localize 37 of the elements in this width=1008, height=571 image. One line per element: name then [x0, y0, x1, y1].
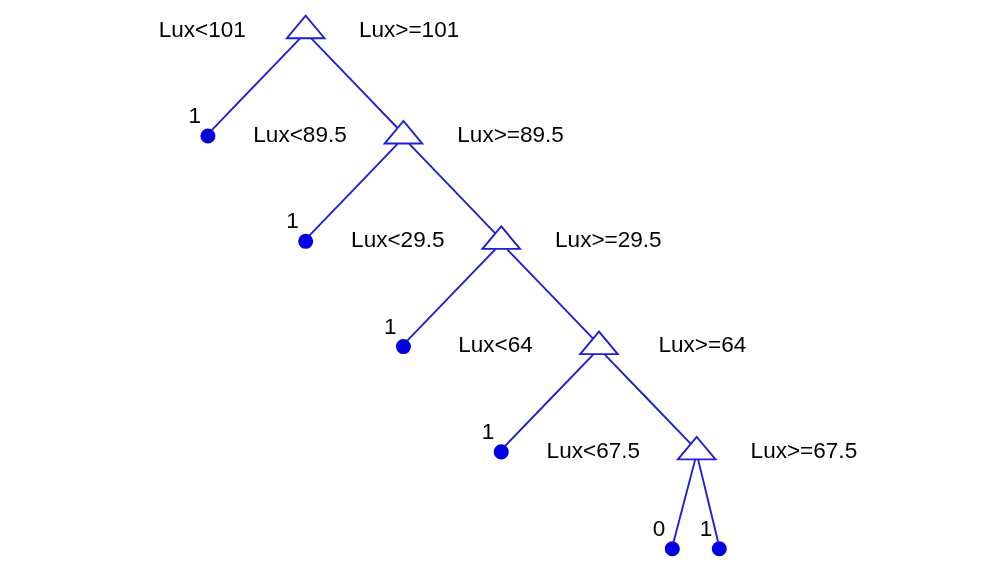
node-triangle — [284, 14, 326, 40]
node-label: 1 — [383, 313, 397, 339]
connector — [503, 353, 594, 447]
node-label: Lux>=67.5 — [750, 437, 857, 463]
connector — [405, 248, 496, 342]
node-label: Lux<89.5 — [252, 121, 347, 147]
connector — [696, 458, 719, 543]
node-label: 0 — [652, 515, 665, 541]
connector — [210, 37, 301, 132]
connector — [310, 37, 398, 129]
node-circle — [297, 233, 313, 249]
node-label: Lux>=89.5 — [456, 121, 564, 147]
node-triangle — [675, 435, 718, 461]
node-circle — [493, 444, 509, 460]
node-label: Lux<29.5 — [350, 227, 445, 253]
node-label: 1 — [285, 208, 299, 234]
node-label: Lux>=101 — [358, 16, 459, 42]
node-circle — [664, 541, 680, 557]
connector — [308, 143, 399, 237]
node-circle — [711, 541, 727, 557]
node-label: Lux>=64 — [657, 332, 746, 358]
node-circle — [395, 339, 411, 355]
node-triangle — [382, 119, 424, 145]
node-label: Lux<64 — [457, 332, 533, 358]
node-label: Lux<67.5 — [546, 437, 640, 463]
node-label: 1 — [699, 515, 712, 541]
node-label: 1 — [187, 103, 201, 129]
connector — [603, 353, 691, 445]
node-label: 1 — [481, 418, 494, 444]
node-label: Lux>=29.5 — [554, 227, 662, 253]
connector — [505, 248, 594, 340]
node-circle — [199, 128, 215, 144]
node-label: Lux<101 — [158, 16, 246, 42]
connector — [672, 458, 696, 543]
node-triangle — [577, 330, 620, 356]
node-triangle — [479, 224, 522, 250]
connector — [407, 143, 496, 234]
